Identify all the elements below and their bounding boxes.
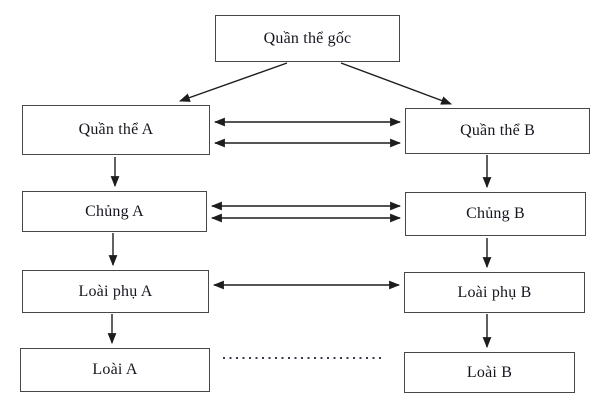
node-species-b: Loài B [404, 352, 575, 393]
node-species-a-label: Loài A [92, 361, 138, 378]
node-strain-a: Chủng A [22, 191, 207, 232]
node-species-b-label: Loài B [466, 363, 513, 381]
node-subspecies-a-label: Loài phụ A [78, 282, 153, 300]
node-population-a: Quần thể A [22, 105, 210, 155]
node-population-a-label: Quần thể A [78, 121, 154, 138]
node-root-population-label: Quần thể gốc [263, 29, 352, 47]
node-subspecies-b: Loài phụ B [404, 272, 585, 313]
node-subspecies-a: Loài phụ A [22, 270, 209, 313]
node-strain-a-label: Chủng A [85, 202, 144, 220]
node-strain-b: Chủng B [405, 192, 586, 236]
arrow-root-to-pop-b [340, 62, 453, 105]
node-strain-b-label: Chủng B [466, 205, 525, 222]
node-species-a: Loài A [20, 348, 210, 392]
node-root-population: Quần thể gốc [215, 15, 400, 62]
node-population-b-label: Quần thể B [460, 122, 535, 139]
node-population-b: Quần thể B [405, 108, 590, 154]
node-subspecies-b-label: Loài phụ B [457, 283, 532, 301]
arrow-root-to-pop-a [178, 62, 288, 102]
